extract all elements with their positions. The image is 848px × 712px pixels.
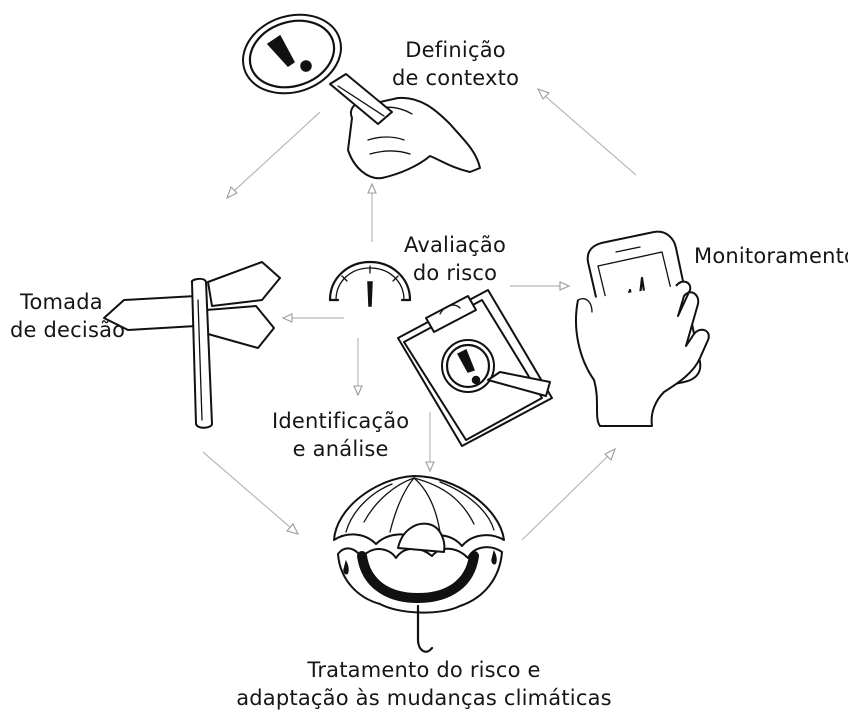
arrow-treatment-to-monitoring	[521, 447, 616, 541]
context-label-line-2: de contexto	[392, 66, 520, 90]
arrow-core-to-treatment	[425, 412, 435, 473]
identification-label-line-1: Identificação	[272, 409, 410, 433]
cycle-arrows	[202, 88, 637, 541]
decision-label: Tomada de decisão	[10, 288, 125, 344]
clipboard-warning-icon	[397, 289, 553, 447]
context-label: Definição de contexto	[392, 36, 519, 92]
monitoring-label: Monitoramento	[694, 242, 848, 270]
arrow-monitoring-to-context	[536, 88, 637, 176]
signpost-icon	[103, 261, 281, 429]
treatment-label-line-1: Tratamento do risco e	[307, 658, 541, 682]
identification-label-line-2: e análise	[292, 437, 389, 461]
decision-label-line-2: de decisão	[10, 318, 126, 342]
treatment-label: Tratamento do risco e adaptação às mudan…	[0, 656, 848, 712]
magnifying-glass-icon	[242, 13, 481, 180]
arrow-context-to-decision	[226, 111, 321, 200]
context-label-line-1: Definição	[405, 38, 506, 62]
decision-label-line-1: Tomada	[20, 290, 103, 314]
center-label: Avaliação do risco	[404, 231, 506, 287]
arrow-decision-to-treatment	[202, 451, 300, 535]
monitoring-label-line-1: Monitoramento	[694, 244, 848, 268]
smartphone-heartbeat-icon	[575, 230, 710, 427]
center-label-line-2: do risco	[412, 261, 498, 285]
center-label-line-1: Avaliação	[404, 233, 507, 257]
treatment-label-line-2: adaptação às mudanças climáticas	[236, 686, 612, 710]
umbrella-icon	[333, 475, 505, 653]
gauge-icon	[328, 260, 412, 307]
arrow-core-to-decision	[281, 313, 344, 323]
arrow-core-to-monitoring	[510, 281, 571, 291]
identification-label: Identificação e análise	[272, 407, 409, 463]
arrow-core-to-identification	[353, 338, 363, 397]
inner-arrows	[281, 182, 571, 473]
arrow-core-to-context	[367, 182, 377, 242]
